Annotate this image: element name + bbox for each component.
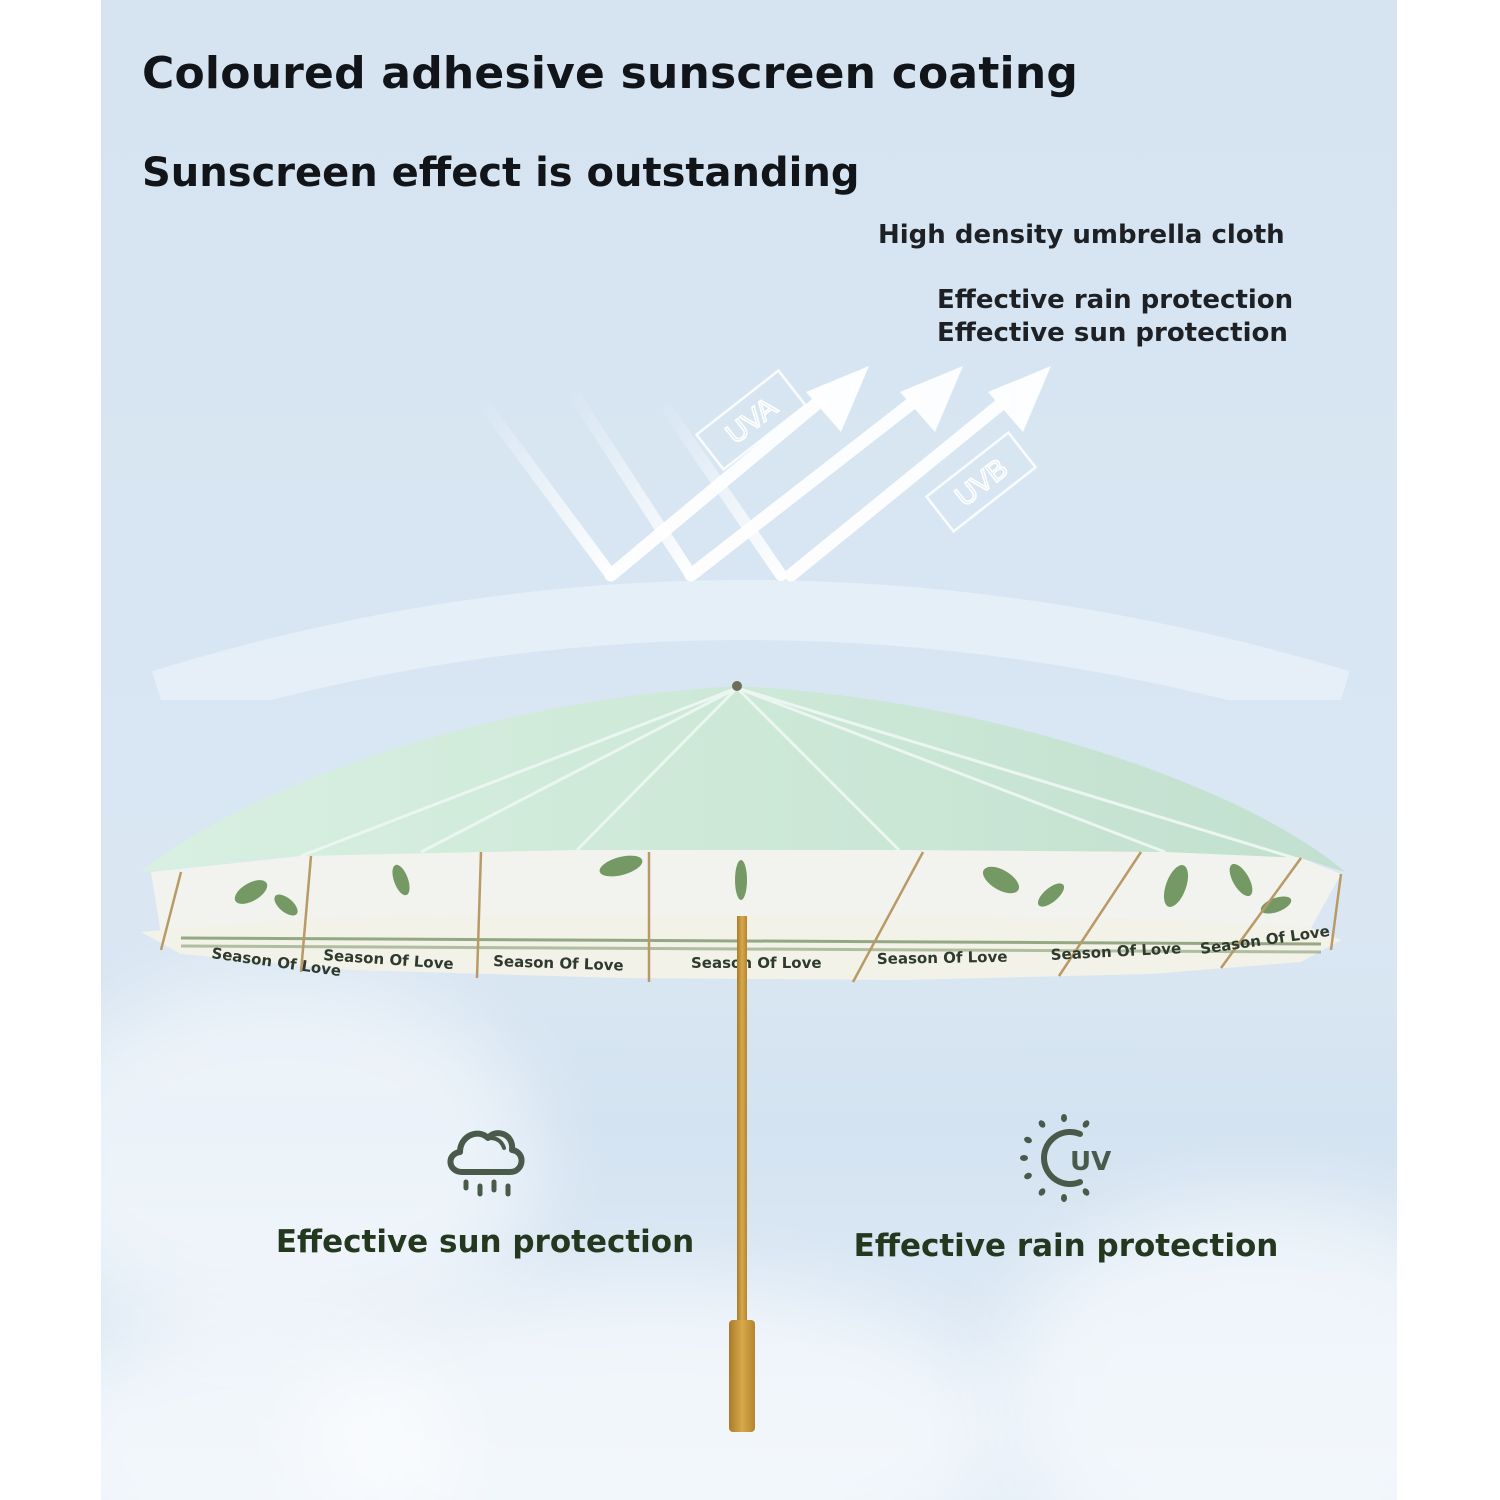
feature-label: Effective rain protection [853, 1228, 1279, 1264]
cloud-decoration [101, 980, 541, 1340]
border-text: Season Of Love [691, 954, 822, 972]
svg-text:UV: UV [1070, 1147, 1111, 1177]
border-text: Season Of Love [493, 952, 624, 975]
uv-reflection-arrows-icon: UVA UVB [152, 366, 1350, 700]
feature-sun-protection: Effective sun protection [275, 1118, 695, 1260]
umbrella-illustration: Season Of Love Season Of Love Season Of … [141, 681, 1345, 1432]
uv-sun-icon: UV [1020, 1114, 1111, 1202]
callout-stack: Effective rain protection Effective sun … [937, 284, 1293, 350]
product-panel: Coloured adhesive sunscreen coating Suns… [101, 0, 1397, 1500]
page-subtitle: Sunscreen effect is outstanding [142, 150, 860, 196]
callout-cloth: High density umbrella cloth [878, 220, 1285, 250]
callout-sun: Effective sun protection [937, 318, 1288, 348]
cloud-rain-icon [447, 1130, 525, 1197]
feature-rain-protection: UV Effective rain protection [853, 1112, 1279, 1264]
page-title: Coloured adhesive sunscreen coating [142, 48, 1079, 99]
feature-label: Effective sun protection [275, 1224, 695, 1260]
border-text: Season Of Love [877, 948, 1008, 968]
callout-rain: Effective rain protection [937, 285, 1294, 315]
